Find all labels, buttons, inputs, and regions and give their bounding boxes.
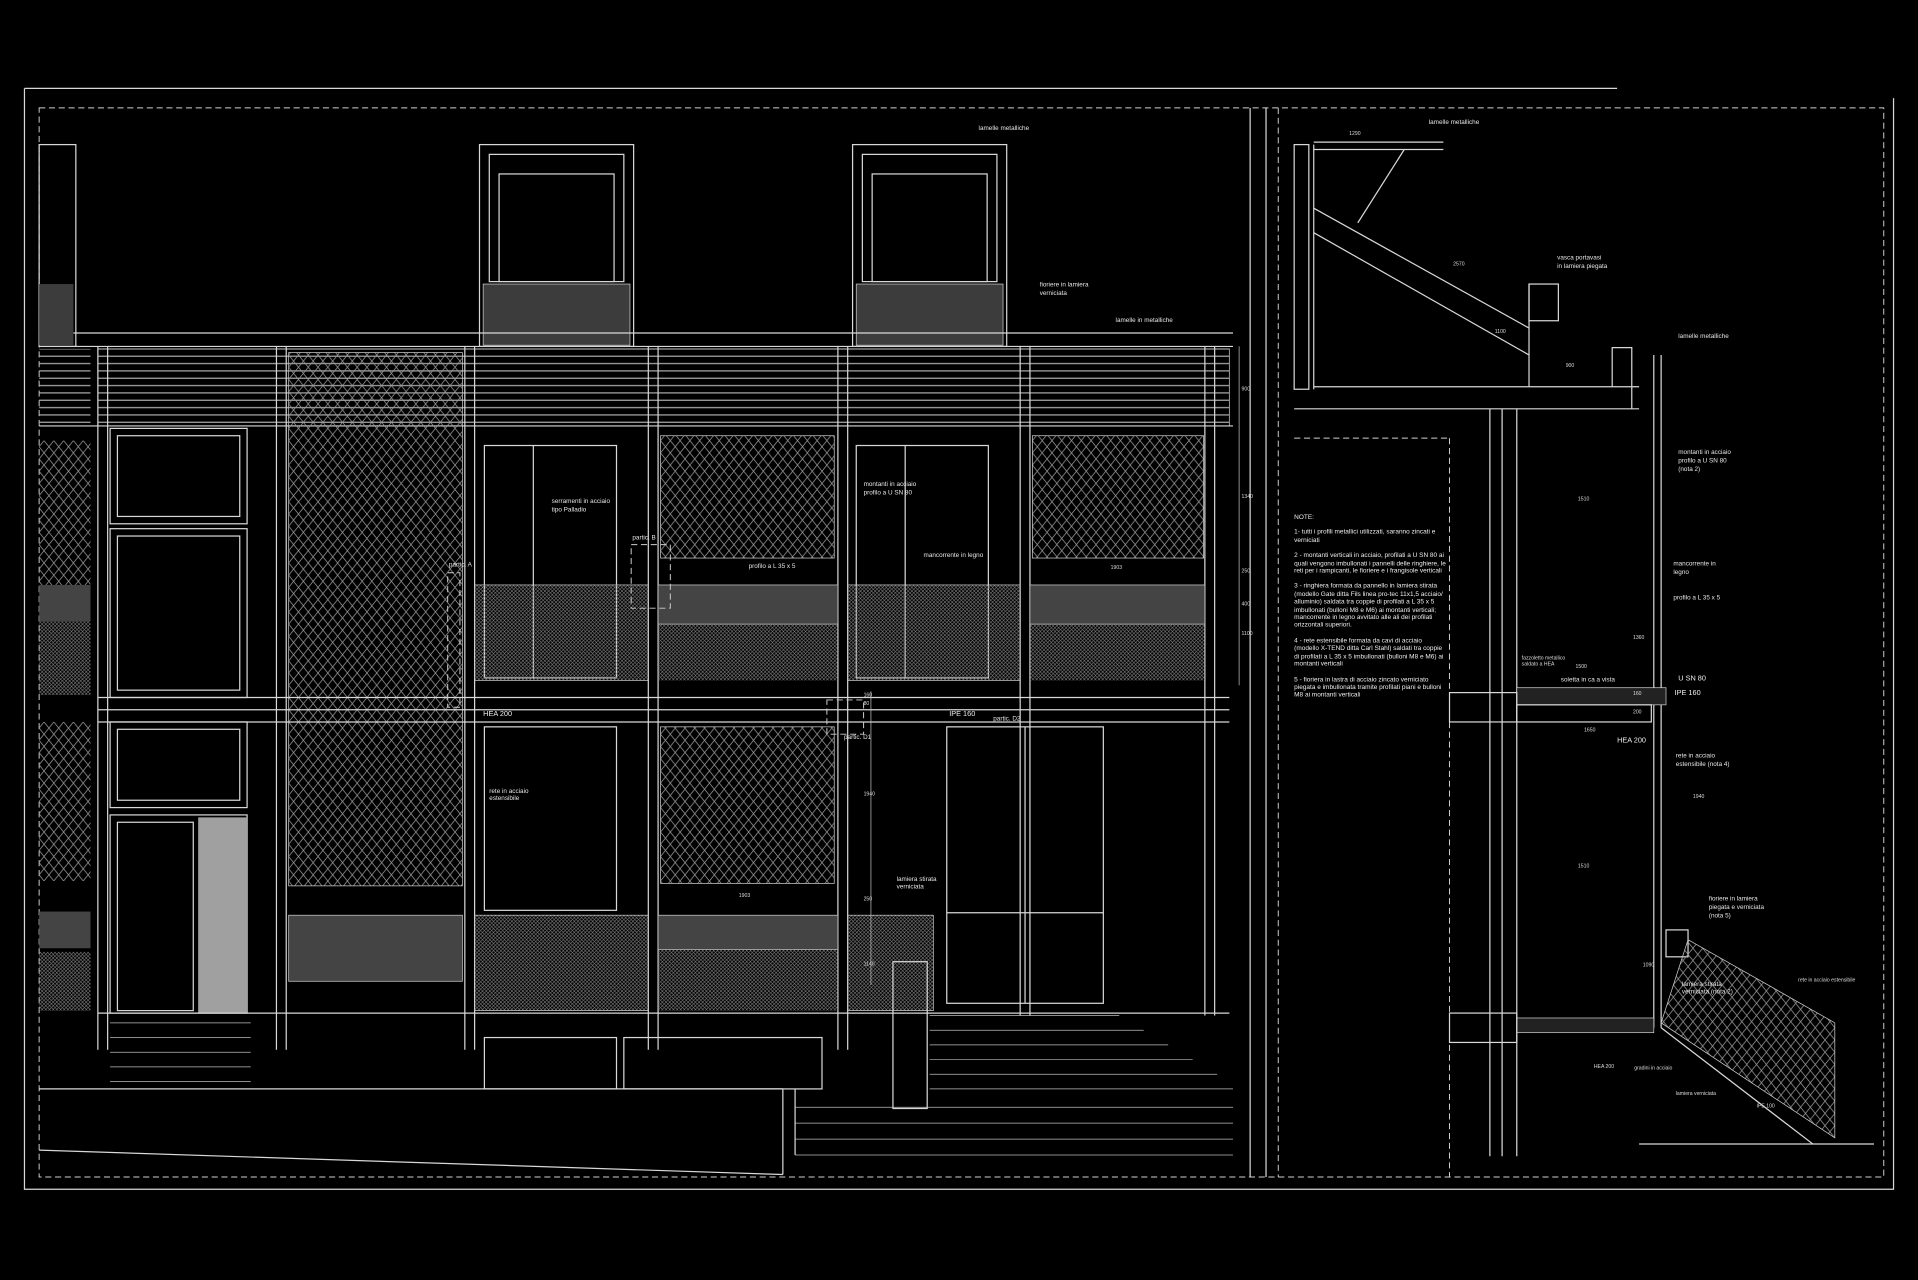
note-item: 4 - rete estensibile formata da cavi di …	[1294, 637, 1444, 669]
label-serramenti-2: tipo Palladio	[552, 507, 587, 514]
label: IPE 160	[1675, 688, 1701, 697]
label: estensibile (nota 4)	[1676, 761, 1730, 768]
label-rete: rete in acciaio	[489, 788, 529, 795]
label: mancorrente in	[1673, 560, 1716, 567]
label-lamelle-2: lamelle in metalliche	[1116, 317, 1174, 324]
dim: 900	[1566, 363, 1575, 369]
label-fioriere-2: verniciata	[1040, 290, 1068, 297]
label-ipe160: IPE 160	[949, 709, 975, 718]
dim: 1510	[1578, 864, 1590, 870]
dormer	[478, 143, 635, 348]
label-lamiera-2: verniciata	[897, 883, 925, 890]
label: soletta in ca a vista	[1561, 677, 1616, 684]
label-partic-a: partic. A	[449, 562, 473, 569]
label-serramenti: serramenti in acciaio	[552, 498, 611, 505]
label-mancorrente: mancorrente in legno	[924, 552, 984, 559]
dim: 1340	[1242, 494, 1254, 500]
dim: 1360	[1633, 635, 1645, 641]
note-item: 3 - ringhiera formata da pannello in lam…	[1294, 583, 1443, 630]
section-detail	[1293, 141, 1874, 1177]
label-lamiera: lamiera stirata	[897, 876, 937, 883]
label: rete in acciaio estensibile	[1798, 977, 1855, 983]
notes-block: NOTE: 1- tutti i profili metallici utili…	[1294, 514, 1446, 700]
label-partic-b: partic. B	[632, 535, 655, 542]
label-fioriere: fioriere in lamiera	[1040, 281, 1089, 288]
dim: 1650	[1584, 728, 1596, 734]
dim: 1940	[1693, 794, 1705, 800]
label: verniciata (nota 2)	[1682, 989, 1733, 996]
label-montanti-2: profilo a U SN 80	[864, 489, 913, 496]
label: montanti in acciaio	[1678, 449, 1731, 456]
label-profilo: profilo a L 35 x 5	[749, 563, 796, 570]
facade-elevation	[38, 143, 1240, 1176]
dim: 250	[1242, 569, 1251, 575]
label-montanti: montanti in acciaio	[864, 481, 917, 488]
label: lamiera stirata	[1682, 981, 1722, 988]
note-item: 1- tutti i profili metallici utilizzati,…	[1294, 529, 1436, 545]
label: fioriere in lamiera	[1709, 896, 1758, 903]
label: HEA 200	[1594, 1064, 1614, 1070]
label: lamelle metalliche	[1429, 119, 1480, 126]
note-item: 5 - fioriera in lastra di acciaio zincat…	[1294, 676, 1442, 700]
label: IPE 100	[1757, 1103, 1775, 1109]
dim: 1500	[1576, 664, 1588, 670]
label-partic-d2: partic. D2	[993, 716, 1021, 723]
dim: 200	[1633, 709, 1642, 715]
facade-labels: lamelle metalliche fioriere in lamiera v…	[449, 125, 1253, 967]
label: (nota 2)	[1678, 466, 1700, 473]
dormer	[851, 143, 1008, 348]
dim: 1903	[1111, 565, 1123, 571]
label-partic-d1: partic. D1	[844, 734, 872, 741]
dim: 1510	[1578, 497, 1590, 503]
dim: 1903	[739, 893, 751, 899]
dim: 1100	[1242, 631, 1253, 637]
label: profilo a L 35 x 5	[1673, 595, 1720, 602]
dim: 160	[1633, 691, 1642, 697]
dim: 900	[1242, 386, 1251, 392]
label: legno	[1673, 569, 1689, 576]
dim: 160	[864, 692, 873, 698]
label: (nota 5)	[1709, 913, 1731, 920]
label: lamelle metalliche	[1678, 333, 1729, 340]
dim: 1940	[864, 791, 876, 797]
label: rete in acciaio	[1676, 752, 1716, 759]
label: vasca portavasi	[1557, 255, 1601, 262]
label: U SN 80	[1678, 673, 1706, 682]
label: fazzoletto metallico	[1522, 656, 1566, 662]
label-hea200: HEA 200	[483, 709, 512, 718]
label-rete-2: estensibile	[489, 795, 520, 802]
balcony-railing	[474, 584, 1206, 681]
section-labels: lamelle metalliche vasca portavasi in la…	[1349, 119, 1855, 1109]
label: gradini in acciaio	[1634, 1065, 1672, 1071]
note-item: 2 - montanti verticali in acciaio, profi…	[1294, 552, 1446, 576]
notes-title: NOTE:	[1294, 514, 1314, 522]
dim: 400	[1242, 602, 1251, 608]
label: in lamiera piegata	[1557, 263, 1608, 270]
dim: 1090	[1643, 963, 1655, 969]
dim: 250	[864, 897, 873, 903]
label: lamiera verniciata	[1676, 1091, 1716, 1097]
sheet-frame	[23, 87, 1895, 1190]
dim: 1100	[1495, 329, 1506, 335]
label-lamelle: lamelle metalliche	[979, 125, 1030, 132]
dim: 1290	[1349, 131, 1361, 137]
label: saldato a HEA	[1522, 662, 1555, 668]
label: profilo a U SN 80	[1678, 458, 1727, 465]
label: HEA 200	[1617, 736, 1646, 745]
dim: 1140	[864, 961, 875, 967]
dim: 2570	[1453, 262, 1465, 268]
dim: 80	[864, 701, 870, 707]
label: piegata e verniciata	[1709, 904, 1765, 911]
